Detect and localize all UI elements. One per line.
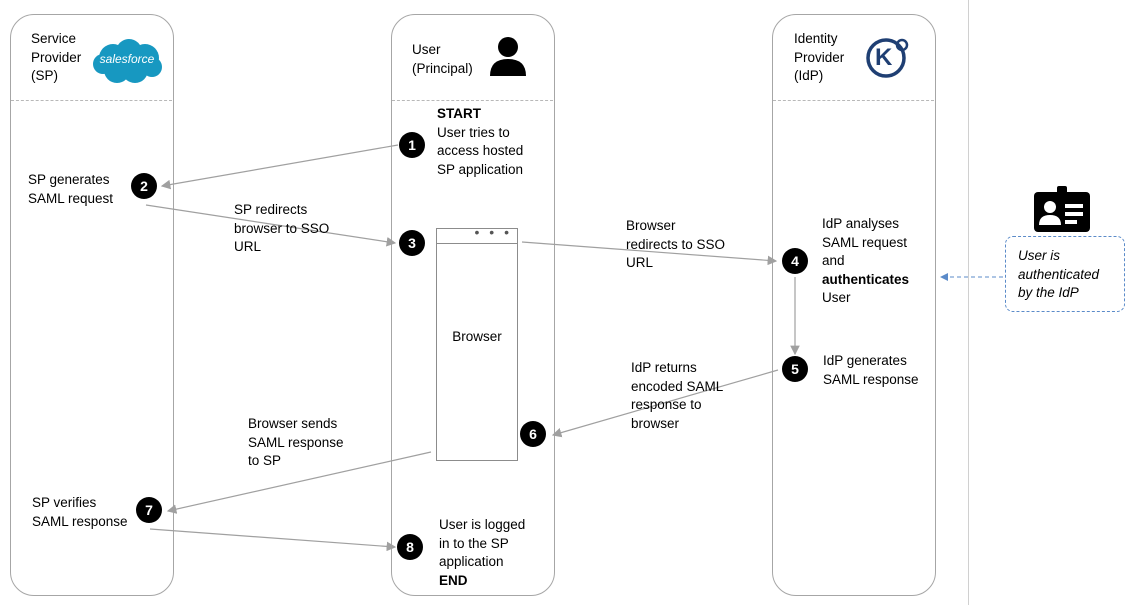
separator-line (968, 0, 969, 605)
idp-lane (772, 14, 936, 596)
idp-logo: K (866, 37, 912, 84)
user-lane-divider (392, 100, 553, 101)
step-badge-1: 1 (399, 132, 425, 158)
user-icon (488, 36, 528, 83)
idp-logo-letter: K (875, 44, 893, 71)
arrow-5-to-6 (551, 369, 779, 438)
step-badge-6: 6 (520, 421, 546, 447)
step-badge-7: 7 (136, 497, 162, 523)
arrow-1-to-2 (160, 144, 399, 190)
arrow-7-to-8 (149, 528, 397, 552)
browser-window: • • • Browser (436, 224, 518, 461)
arrow-2-to-3 (145, 204, 397, 247)
step-badge-5: 5 (782, 356, 808, 382)
idp-lane-divider (773, 100, 934, 101)
arrow-browser-to-4 (521, 241, 778, 266)
browser-dots: • • • (474, 224, 512, 240)
salesforce-logo-text: salesforce (99, 52, 155, 66)
user-lane-title: User(Principal) (412, 42, 473, 76)
step-badge-8: 8 (397, 534, 423, 560)
arrow-browser-to-7 (166, 451, 432, 514)
step-badge-4: 4 (782, 248, 808, 274)
sp-lane-divider (11, 100, 172, 101)
id-card-icon (1034, 186, 1090, 237)
step-badge-2: 2 (131, 173, 157, 199)
salesforce-logo: salesforce (91, 36, 163, 86)
browser-title-bar: • • • (437, 224, 517, 244)
step-badge-3: 3 (399, 230, 425, 256)
browser-label: Browser (452, 329, 502, 344)
